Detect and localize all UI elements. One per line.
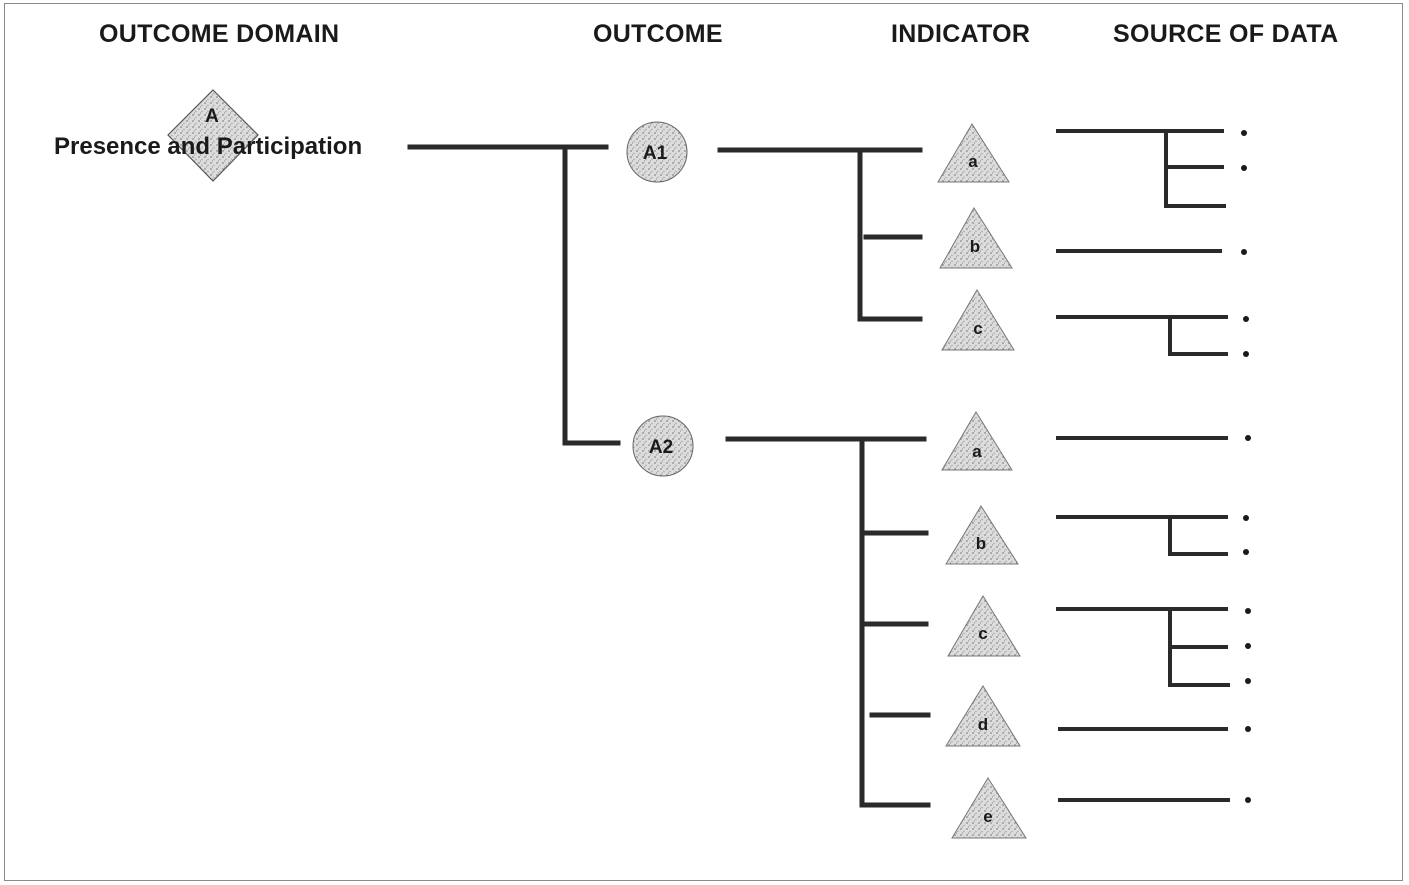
- outcome-a2: A2: [632, 415, 694, 477]
- indicator-label: b: [970, 237, 980, 256]
- domain-diamond: A: [167, 89, 259, 182]
- indicator-label: d: [978, 715, 988, 734]
- indicator-label: e: [983, 807, 992, 826]
- outcome-a1: A1: [626, 121, 688, 183]
- indicator-label: c: [978, 624, 987, 643]
- source-of-data-lines: [1056, 129, 1230, 802]
- domain-label: Presence and Participation: [54, 133, 363, 160]
- header-outcome: OUTCOME: [593, 20, 723, 48]
- indicator-a1-b: b: [939, 207, 1013, 269]
- outcome-a1-label: A1: [643, 143, 668, 164]
- indicator-a2-d: d: [945, 685, 1021, 747]
- indicator-a1-a: a: [937, 123, 1010, 183]
- indicator-label: a: [972, 442, 982, 461]
- indicator-a2-c: c: [947, 595, 1021, 657]
- header-indicator: INDICATOR: [891, 20, 1031, 48]
- domain-letter: A: [205, 106, 219, 127]
- indicator-label: c: [973, 319, 982, 338]
- source-bullets: [1241, 130, 1251, 803]
- outcome-a2-label: A2: [649, 437, 673, 458]
- a2-indicator-connectors: [725, 436, 931, 808]
- domain-connector: [407, 144, 621, 446]
- a1-indicator-connectors: [717, 147, 923, 322]
- indicator-a2-a: a: [941, 411, 1013, 471]
- indicator-a2-e: e: [951, 777, 1027, 839]
- diagram-frame: [4, 3, 1403, 881]
- indicator-a1-c: c: [941, 289, 1015, 351]
- header-outcome-domain: OUTCOME DOMAIN: [99, 20, 340, 48]
- header-source-of-data: SOURCE OF DATA: [1113, 20, 1339, 48]
- indicator-label: b: [976, 534, 986, 553]
- indicator-label: a: [968, 152, 978, 171]
- indicator-a2-b: b: [945, 505, 1019, 565]
